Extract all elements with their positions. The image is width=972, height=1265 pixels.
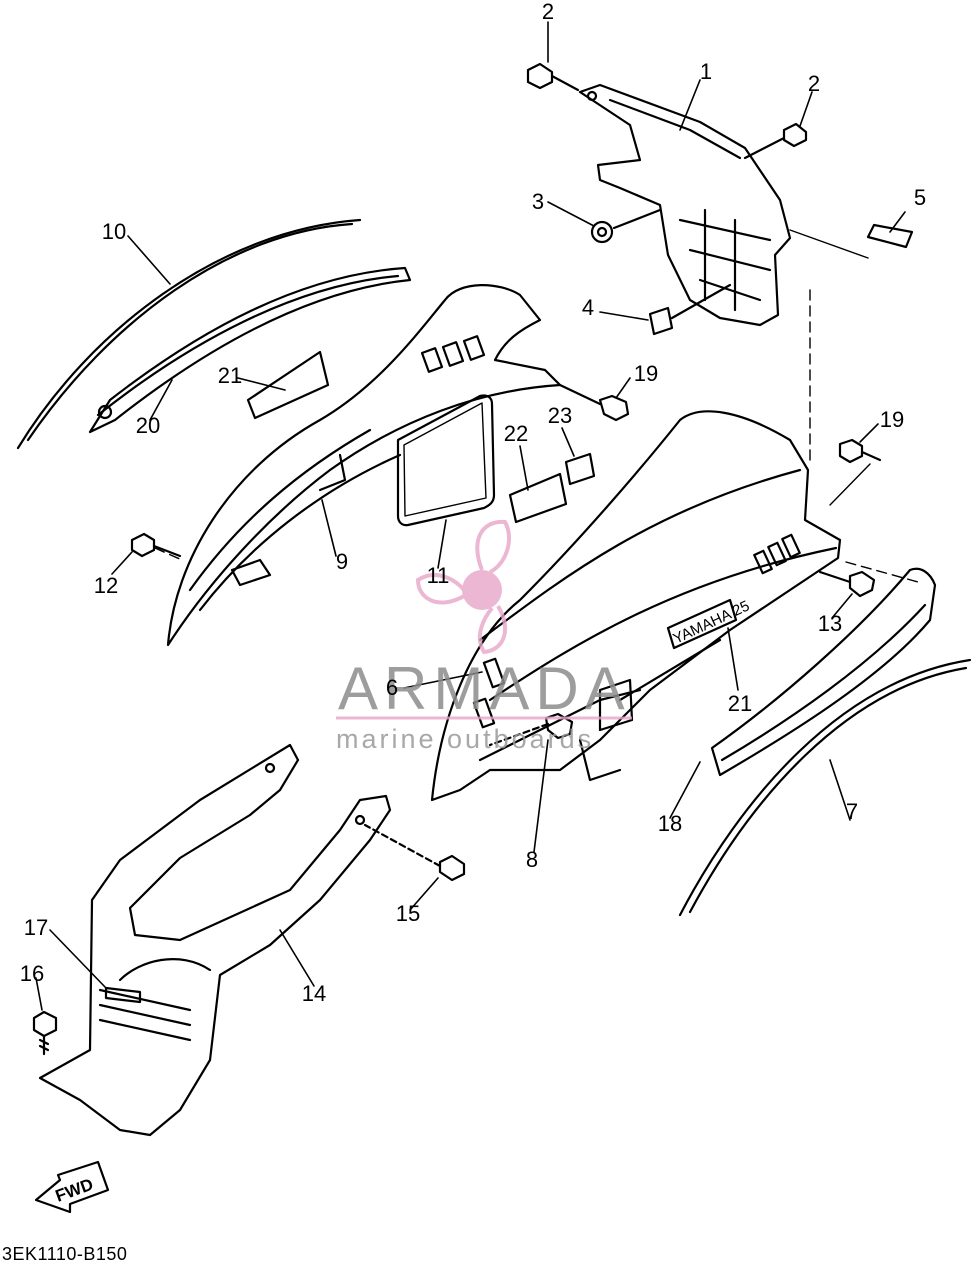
part-15-bolt [363,823,466,882]
part-23-label [564,452,596,486]
callout-23: 23 [547,403,573,428]
part-14-lower-apron [38,743,392,1137]
callout-10: 10 [101,219,127,244]
callout-9: 9 [335,549,349,574]
part-13-screw [818,570,876,598]
callout-15: 15 [395,901,421,926]
callout-21-left: 21 [217,363,243,388]
part-21-left-decal [246,350,330,420]
part-19-screw-left [558,383,630,422]
callout-18: 18 [657,811,683,836]
leader-lines [35,21,906,1011]
part-8-bolt [488,712,574,747]
part-1-bracket-cover [578,83,792,327]
callout-19-right: 19 [879,407,905,432]
part-16-bolt [32,1010,58,1056]
part-20-rail [88,266,412,434]
callout-8: 8 [525,847,539,872]
callout-17: 17 [23,915,49,940]
part-2-bolt-left [526,62,580,92]
part-9-left-cowling [166,284,562,647]
watermark-tagline: marine outboards [336,724,595,754]
callout-13: 13 [817,611,843,636]
callout-2-right: 2 [807,71,821,96]
callout-2-left: 2 [541,0,555,24]
part-10-top-trim [16,218,362,450]
callout-3: 3 [531,189,545,214]
fwd-arrow [34,1160,110,1214]
armada-propeller-logo [415,519,511,655]
part-5-plate [789,223,914,259]
part-12-screw [130,532,182,558]
callout-11: 11 [426,563,450,588]
part-11-seal-plate [396,394,496,527]
callout-14: 14 [301,981,327,1006]
part-19-screw-right [829,438,882,506]
callout-21-right: 21 [727,691,753,716]
callout-19-left: 19 [633,361,659,386]
drawing-code: 3EK1110-B150 [2,1244,128,1264]
part-main-cowling-right [430,410,842,802]
watermark-brand: ARMADA [338,655,631,722]
callout-6: 6 [385,675,399,700]
assembly-lines [154,289,919,583]
part-17-emblem [104,986,142,1004]
part-2-bolt-right [743,122,808,160]
callout-1: 1 [699,59,713,84]
part-22-label [508,472,568,524]
part-7-lower-trim [678,658,972,917]
part-18-lower-rail [710,567,937,777]
callout-22: 22 [503,421,529,446]
part-4-clip [648,283,732,336]
callout-5: 5 [913,185,927,210]
callout-16: 16 [19,961,45,986]
part-3-nut [590,208,662,244]
callout-7: 7 [845,799,859,824]
callout-20: 20 [135,413,161,438]
callout-12: 12 [93,573,119,598]
callout-4: 4 [581,295,595,320]
